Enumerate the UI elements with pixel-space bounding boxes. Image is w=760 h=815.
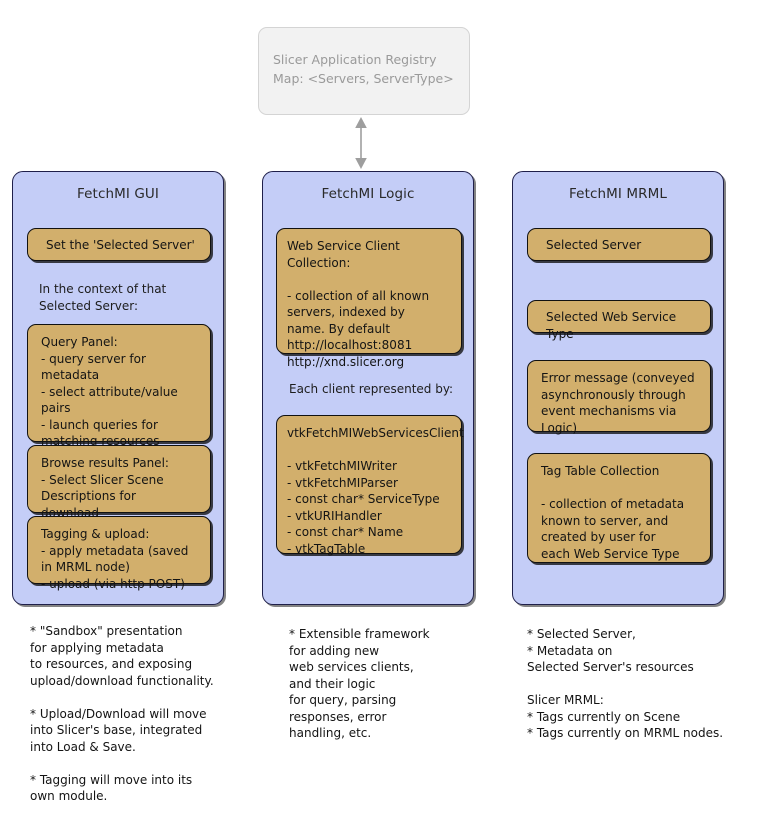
bidirectional-arrow-icon: [352, 117, 370, 169]
footnote-logic: * Extensible framework for adding new we…: [289, 627, 430, 740]
node-vtk-fetchmi-web-services-client[interactable]: vtkFetchMIWebServicesClient - vtkFetchMI…: [276, 415, 464, 556]
slicer-application-registry-box: Slicer Application Registry Map: <Server…: [258, 27, 470, 115]
node-set-selected-server-label: Set the 'Selected Server': [46, 238, 195, 252]
note-context-selected-server: In the context of that Selected Server:: [39, 282, 167, 313]
node-tagging-upload[interactable]: Tagging & upload: - apply metadata (save…: [27, 516, 211, 591]
node-selected-web-service-type-label: Selected Web Service Type: [546, 310, 677, 341]
column-title-mrml: FetchMI MRML: [569, 186, 667, 202]
node-tagging-upload-label: Tagging & upload: - apply metadata (save…: [41, 527, 189, 591]
node-set-selected-server[interactable]: Set the 'Selected Server': [27, 228, 211, 261]
column-title-gui: FetchMI GUI: [77, 186, 159, 202]
slicer-application-registry-label: Slicer Application Registry Map: <Server…: [273, 52, 454, 86]
note-each-client-represented-by: Each client represented by:: [289, 382, 454, 396]
node-browse-results-panel-label: Browse results Panel: - Select Slicer Sc…: [41, 456, 169, 520]
node-web-service-client-collection-label: Web Service Client Collection: - collect…: [287, 239, 430, 369]
node-web-service-client-collection[interactable]: Web Service Client Collection: - collect…: [276, 228, 462, 369]
column-title-logic: FetchMI Logic: [321, 186, 415, 202]
node-error-message-label: Error message (conveyed asynchronously t…: [541, 371, 695, 435]
node-selected-server[interactable]: Selected Server: [527, 228, 711, 261]
node-query-panel[interactable]: Query Panel: - query server for metadata…: [27, 324, 211, 448]
footnote-mrml: * Selected Server, * Metadata on Selecte…: [527, 627, 724, 740]
node-tag-table-collection-label: Tag Table Collection - collection of met…: [541, 464, 685, 561]
column-fetchmi-gui: FetchMI GUI Set the 'Selected Server' In…: [12, 171, 224, 605]
node-error-message[interactable]: Error message (conveyed asynchronously t…: [527, 360, 711, 435]
column-fetchmi-mrml: FetchMI MRML Selected Server Selected We…: [512, 171, 724, 605]
column-fetchmi-logic: FetchMI Logic Web Service Client Collect…: [262, 171, 474, 605]
node-browse-results-panel[interactable]: Browse results Panel: - Select Slicer Sc…: [27, 445, 211, 520]
footnote-gui: * "Sandbox" presentation for applying me…: [30, 624, 214, 803]
node-selected-web-service-type[interactable]: Selected Web Service Type: [527, 300, 711, 341]
node-selected-server-label: Selected Server: [546, 238, 642, 252]
node-query-panel-label: Query Panel: - query server for metadata…: [41, 335, 178, 448]
node-tag-table-collection[interactable]: Tag Table Collection - collection of met…: [527, 453, 711, 563]
node-vtk-fetchmi-web-services-client-label: vtkFetchMIWebServicesClient - vtkFetchMI…: [287, 426, 464, 556]
